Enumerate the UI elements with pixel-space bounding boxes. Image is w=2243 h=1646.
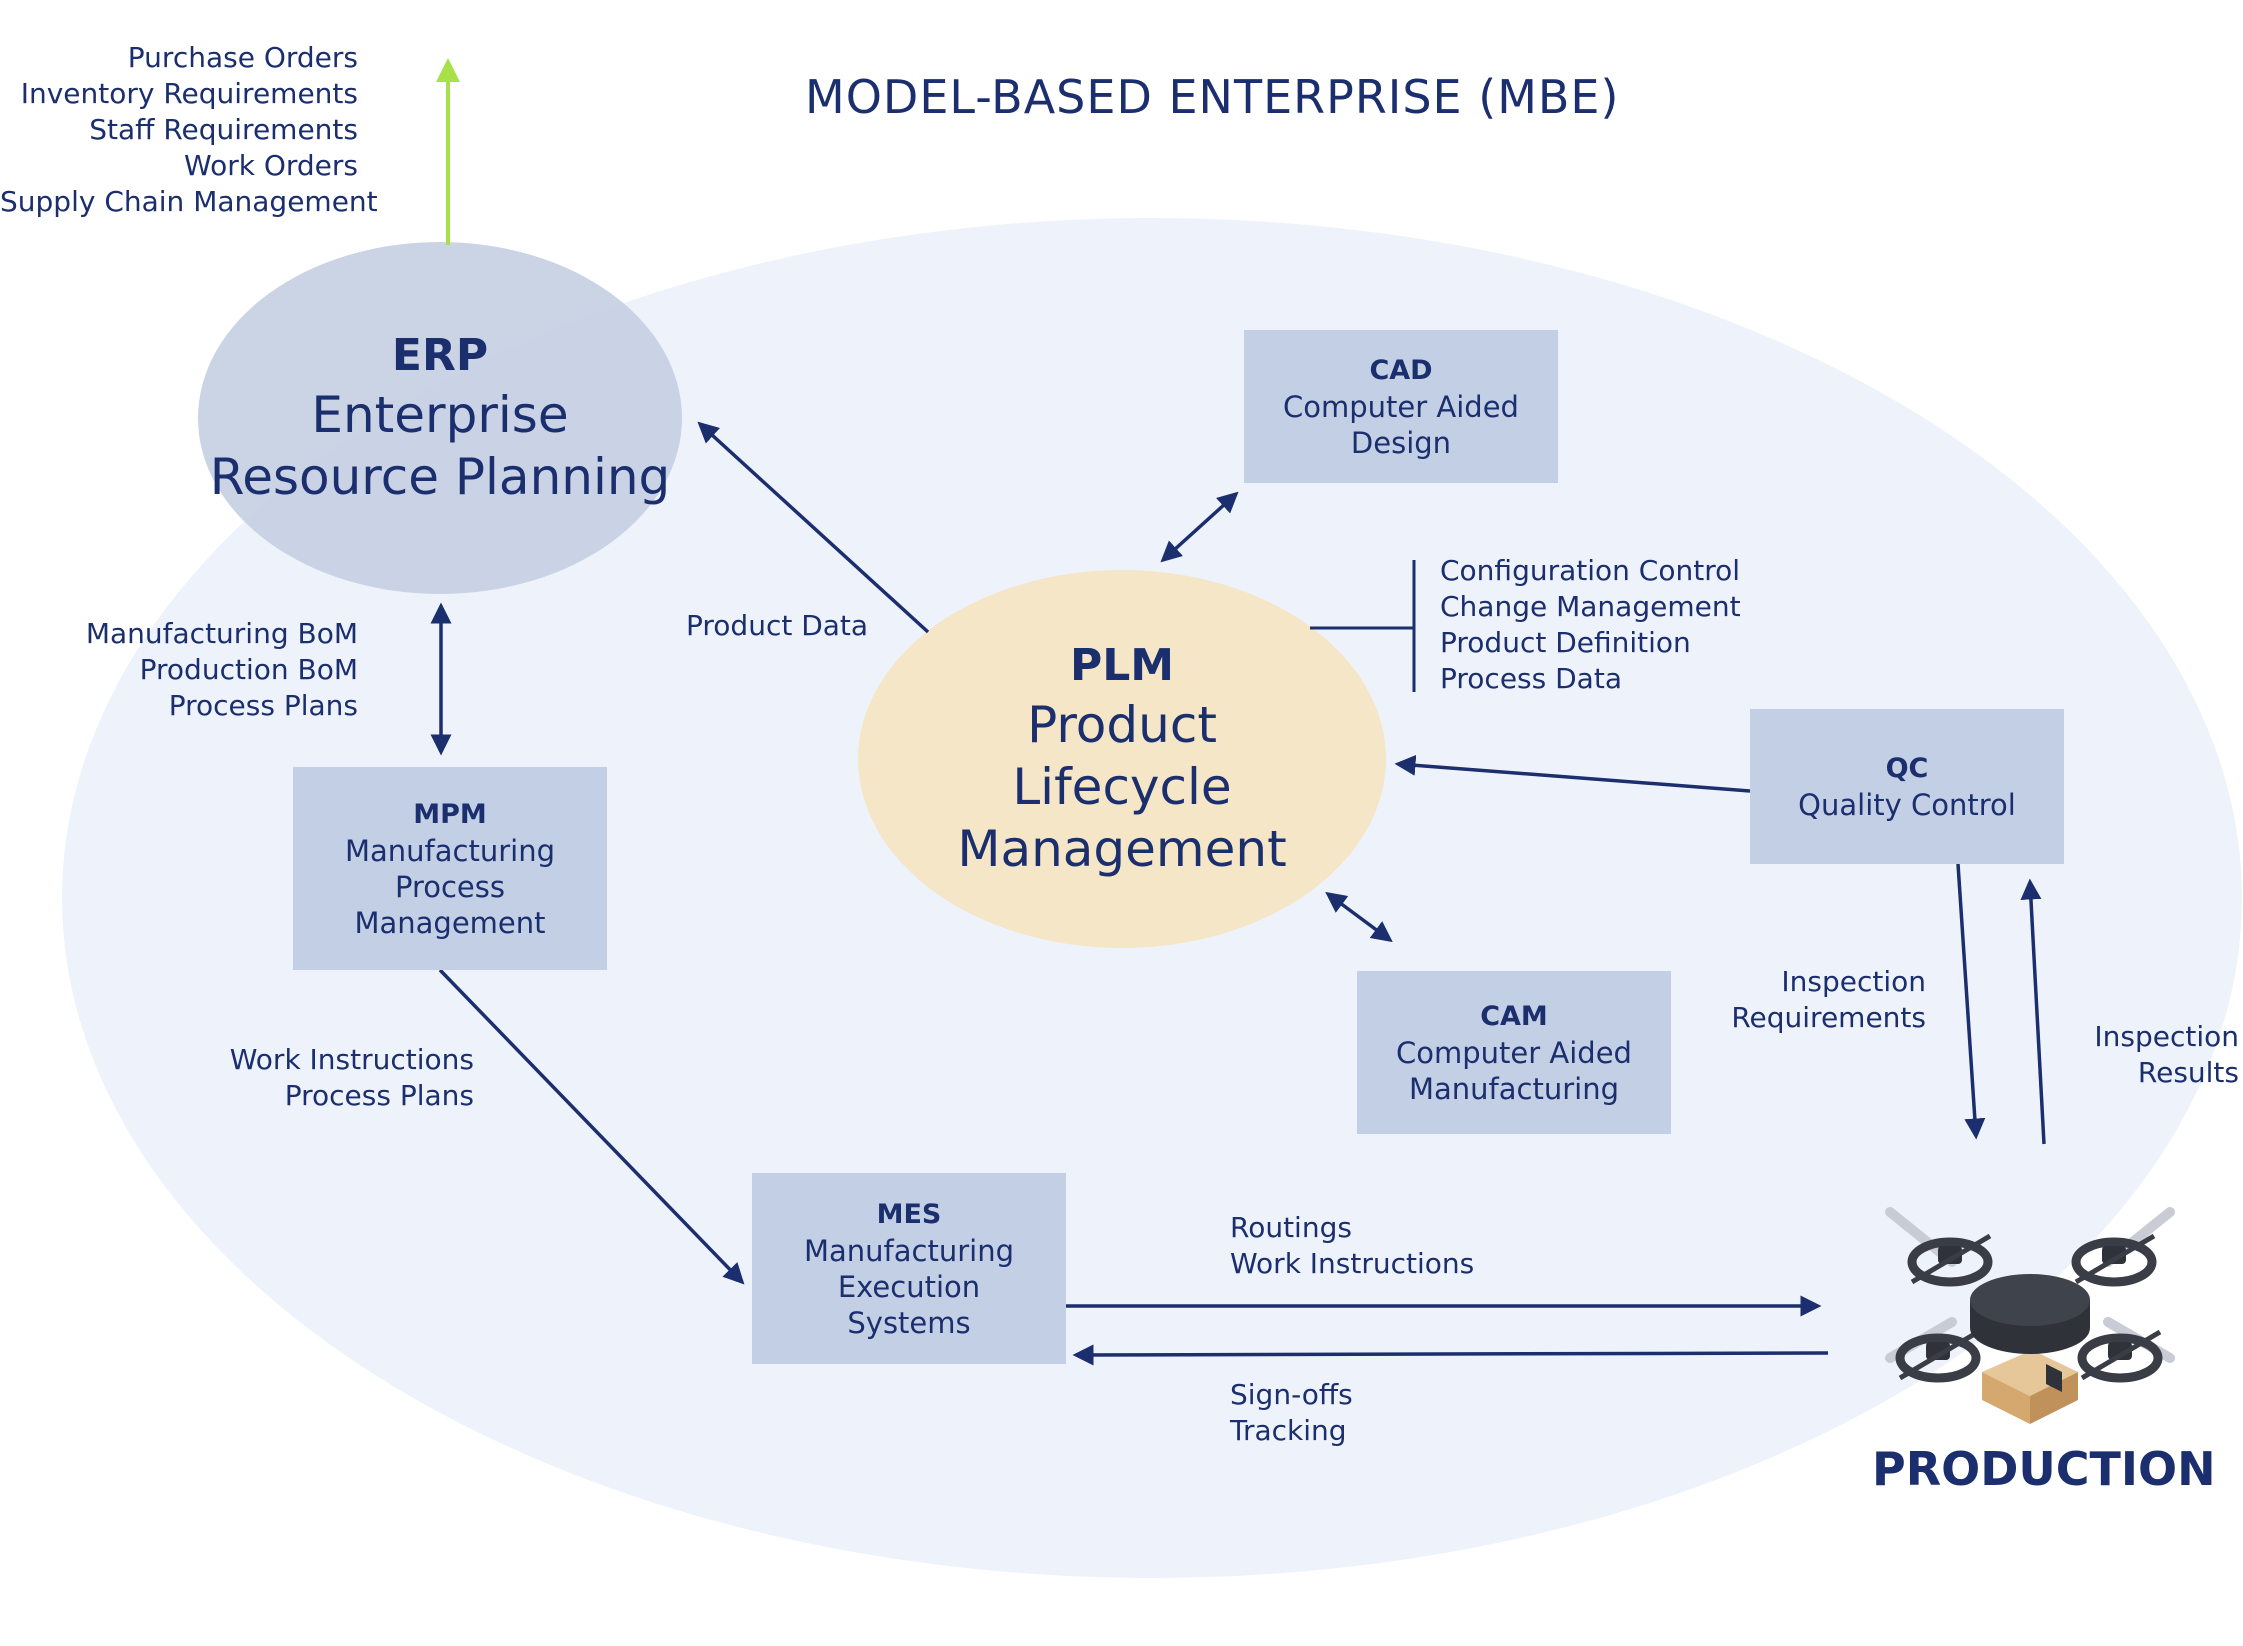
qc-production-arrow [1956,863,1986,1140]
mes-production-label: Work Instructions [1230,1247,1475,1280]
plm-function-item: Process Data [1440,662,1622,695]
plm-cad-arrow [1160,491,1239,563]
qc-plm-arrow [1394,754,1751,793]
mpm-box[interactable]: MPM Manufacturing Process Management [293,767,607,970]
production-qc-labels: Inspection Results [2060,1019,2239,1091]
erp-output-item: Purchase Orders [127,41,358,74]
erp-mpm-labels: Manufacturing BoM Production BoM Process… [40,616,358,724]
plm-functions-list: Configuration Control Change Management … [1440,553,1741,697]
mpm-mes-labels: Work Instructions Process Plans [200,1042,474,1114]
erp-mpm-label: Manufacturing BoM [85,617,358,650]
erp-output-item: Staff Requirements [89,113,358,146]
plm-abbr: PLM [1069,640,1175,691]
product-data-label: Product Data [686,609,869,642]
mpm-mes-label: Process Plans [284,1079,474,1112]
erp-full-name: Enterprise Resource Planning [209,386,671,506]
erp-outputs-list: Purchase Orders Inventory Requirements S… [0,40,378,220]
erp-output-item: Work Orders [184,149,358,182]
erp-node[interactable]: ERP Enterprise Resource Planning [198,242,682,594]
drone-icon [1885,1207,2175,1424]
plm-erp-arrow [697,421,930,634]
mpm-abbr: MPM [413,798,487,830]
mpm-full-name: Manufacturing Process Management [345,833,555,940]
plm-function-item: Product Definition [1440,626,1691,659]
cam-abbr: CAM [1480,1000,1548,1032]
plm-cam-arrow [1325,891,1393,943]
erp-mpm-label: Production BoM [139,653,358,686]
mes-abbr: MES [876,1198,942,1230]
plm-function-item: Change Management [1440,590,1741,623]
plm-ellipse [858,570,1386,948]
erp-mpm-label: Process Plans [168,689,358,722]
production-mes-labels: Sign-offs Tracking [1230,1377,1353,1449]
production-mes-label: Tracking [1230,1414,1347,1447]
production-qc-label: Results [2137,1056,2239,1089]
qc-production-label: Requirements [1731,1001,1926,1034]
cad-abbr: CAD [1369,354,1433,386]
mes-production-label: Routings [1230,1211,1352,1244]
qc-production-label: Inspection [1781,965,1926,998]
erp-abbr: ERP [391,330,489,381]
mes-production-labels: Routings Work Instructions [1230,1210,1474,1282]
qc-production-labels: Inspection Requirements [1700,964,1926,1036]
mpm-mes-label: Work Instructions [229,1043,474,1076]
page-title: MODEL-BASED ENTERPRISE (MBE) [805,70,1620,124]
mpm-mes-arrow [438,968,745,1285]
cad-box[interactable]: CAD Computer Aided Design [1244,330,1558,483]
qc-abbr: QC [1885,752,1929,784]
production-mes-arrow [1072,1344,1829,1366]
plm-node[interactable]: PLM Product Lifecycle Management [858,570,1386,948]
mes-full-name: Manufacturing Execution Systems [804,1233,1014,1340]
erp-ellipse [198,242,682,594]
qc-box[interactable]: QC Quality Control [1750,709,2064,864]
production-mes-label: Sign-offs [1230,1378,1353,1411]
erp-output-item: Inventory Requirements [20,77,358,110]
qc-full-name: Quality Control [1798,787,2016,822]
production-qc-arrow [2020,878,2046,1145]
cam-full-name: Computer Aided Manufacturing [1396,1035,1632,1106]
production-qc-label: Inspection [2094,1020,2239,1053]
erp-output-item: Supply Chain Management [0,185,378,218]
plm-function-item: Configuration Control [1440,554,1741,587]
cad-full-name: Computer Aided Design [1283,389,1519,460]
plm-full-name: Product Lifecycle Management [957,696,1287,878]
cam-box[interactable]: CAM Computer Aided Manufacturing [1357,971,1671,1134]
production-label: PRODUCTION [1872,1442,2216,1496]
mes-box[interactable]: MES Manufacturing Execution Systems [752,1173,1066,1364]
